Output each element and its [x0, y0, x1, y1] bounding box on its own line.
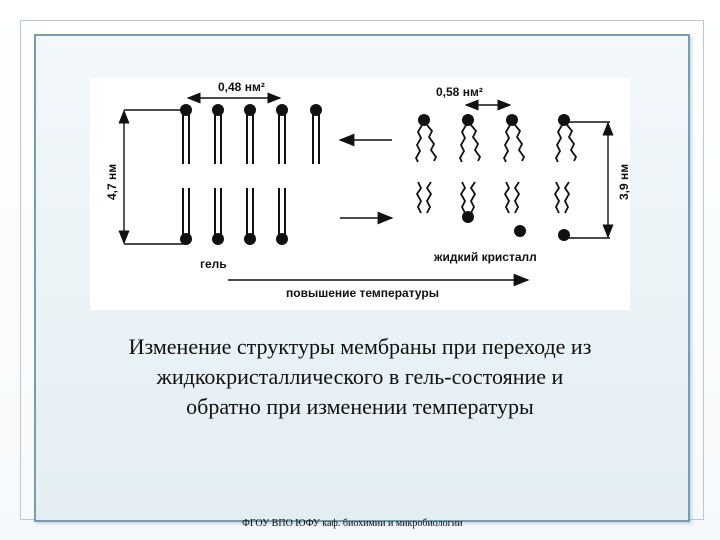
gel-lipid-3: [244, 104, 256, 245]
caption-line-3: обратно при изменении температуры: [186, 394, 534, 419]
caption-line-1: Изменение структуры мембраны при переход…: [128, 334, 592, 359]
liquid-lipid-3: [502, 114, 526, 237]
gel-label: гель: [200, 257, 227, 271]
temperature-axis-label: повышение температуры: [286, 286, 439, 300]
gel-area-label: 0,48 нм²: [218, 80, 265, 94]
slide-caption: Изменение структуры мембраны при переход…: [60, 332, 660, 422]
gel-lipid-4: [276, 104, 288, 245]
liquid-lipids: [414, 114, 578, 241]
liquid-lipid-1: [414, 114, 438, 214]
liquid-lipid-4: [553, 114, 578, 241]
liquid-label: жидкий кристалл: [433, 250, 537, 264]
gel-thickness-label: 4,7 нм: [105, 164, 119, 200]
caption-line-2: жидкокристаллического в гель-состояние и: [156, 364, 564, 389]
gel-lipid-2: [212, 104, 224, 245]
liquid-thickness-label: 3,9 нм: [617, 164, 630, 200]
membrane-phase-diagram: 0,48 нм² 4,7 нм гель 0,58 нм²: [90, 78, 630, 310]
gel-lipids: [180, 104, 322, 245]
gel-lipid-5: [310, 104, 322, 164]
slide-footer: ФГОУ ВПО ЮФУ каф. биохимии и микробиолог…: [242, 518, 463, 529]
gel-lipid-1: [180, 104, 192, 245]
membrane-diagram-svg: 0,48 нм² 4,7 нм гель 0,58 нм²: [105, 80, 630, 300]
liquid-area-label: 0,58 нм²: [436, 85, 483, 99]
liquid-lipid-2: [458, 114, 482, 223]
